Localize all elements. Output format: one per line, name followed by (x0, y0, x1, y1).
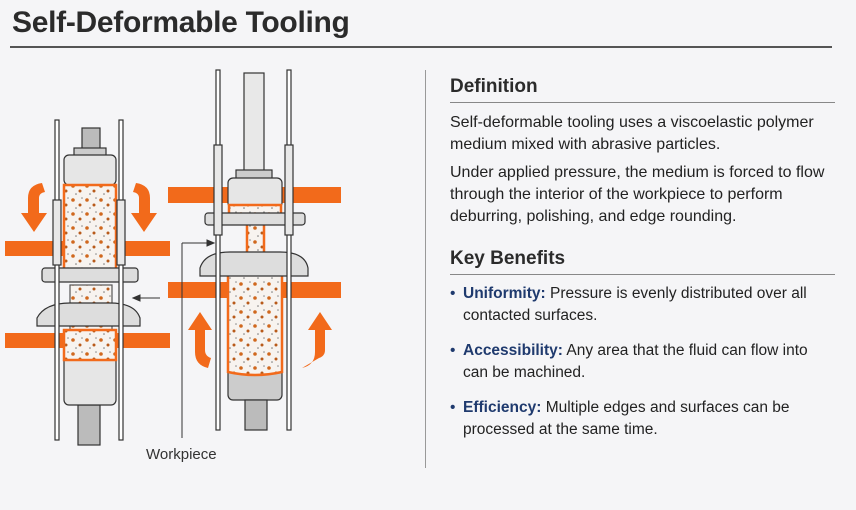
column-divider (425, 70, 426, 468)
heading-rule (450, 102, 835, 103)
definition-section: Definition Self-deformable tooling uses … (450, 76, 835, 228)
benefit-text: Multiple edges and surfaces can be proce… (463, 399, 790, 438)
benefits-heading: Key Benefits (450, 248, 566, 269)
right-tool-assembly (168, 69, 341, 431)
benefit-text: Any area that the fluid can flow into ca… (463, 342, 808, 381)
definition-paragraph: Self-deformable tooling uses a viscoelas… (450, 114, 814, 153)
page-title: Self-Deformable Tooling (12, 6, 350, 39)
benefit-label: Efficiency: (463, 399, 542, 416)
benefit-label: Accessibility: (463, 342, 563, 359)
title-divider (10, 46, 832, 48)
workpiece-label: Workpiece (146, 446, 217, 463)
definition-heading: Definition (450, 76, 538, 97)
benefit-label: Uniformity: (463, 285, 546, 302)
abrasive-medium (62, 183, 118, 277)
benefit-item: Uniformity: Pressure is evenly distribut… (450, 283, 835, 327)
benefit-text: Pressure is evenly distributed over all … (463, 285, 807, 324)
abrasive-medium (226, 203, 284, 377)
benefits-list: Uniformity: Pressure is evenly distribut… (450, 283, 835, 441)
tooling-diagram (5, 69, 341, 446)
flow-arrow-icon (21, 183, 157, 232)
heading-rule (450, 274, 835, 275)
left-tool-assembly (5, 119, 170, 446)
abrasive-medium (62, 328, 118, 362)
flow-arrow-icon (188, 312, 332, 368)
benefit-item: Efficiency: Multiple edges and surfaces … (450, 397, 835, 441)
workpiece-pointer (131, 239, 216, 438)
benefit-item: Accessibility: Any area that the fluid c… (450, 340, 835, 384)
definition-paragraph: Under applied pressure, the medium is fo… (450, 164, 825, 225)
benefits-section: Key Benefits Uniformity: Pressure is eve… (450, 248, 835, 454)
